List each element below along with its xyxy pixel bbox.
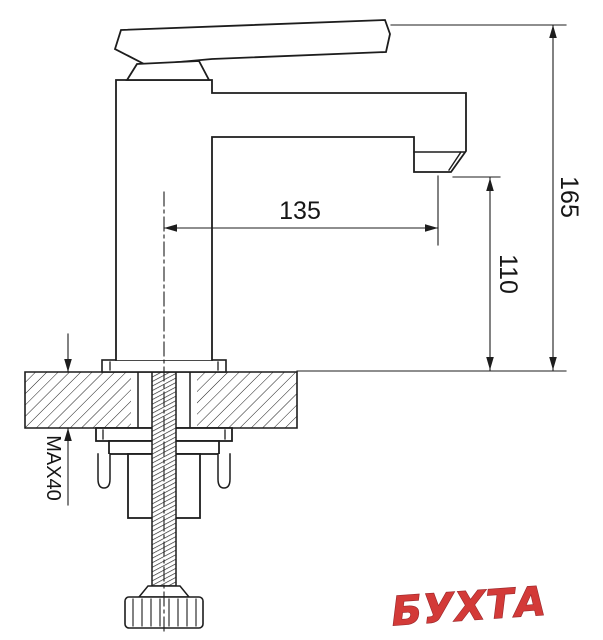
dimensions <box>64 24 567 506</box>
mounting-bolt-left <box>97 453 111 489</box>
dimension-labels: 135 110 165 MAX40 <box>42 176 583 501</box>
countertop-hatch-left <box>25 372 131 428</box>
watermark-logo: БУХТА <box>390 579 548 636</box>
handle-lever <box>113 19 391 66</box>
label-outlet-height: 110 <box>494 254 522 294</box>
shank-walls <box>137 371 191 429</box>
handle-pivot <box>125 60 211 81</box>
mounting-bolt-right <box>217 453 231 489</box>
label-spout-reach: 135 <box>279 197 321 225</box>
extension-lines-outlet <box>296 176 567 372</box>
label-total-height: 165 <box>555 176 583 218</box>
dimension-outlet-height <box>296 176 567 372</box>
drawing-lines <box>24 19 567 635</box>
aerator-detail <box>413 151 465 171</box>
dimension-total-height <box>390 24 567 371</box>
label-deck-thickness: MAX40 <box>42 435 64 501</box>
flange-ticks <box>109 361 219 371</box>
faucet-body <box>101 19 467 373</box>
dimension-spout-reach <box>163 175 439 246</box>
knurling-lines <box>132 598 197 627</box>
countertop <box>24 371 298 429</box>
washer-ticks <box>102 429 226 440</box>
countertop-hatch-right <box>197 372 297 428</box>
